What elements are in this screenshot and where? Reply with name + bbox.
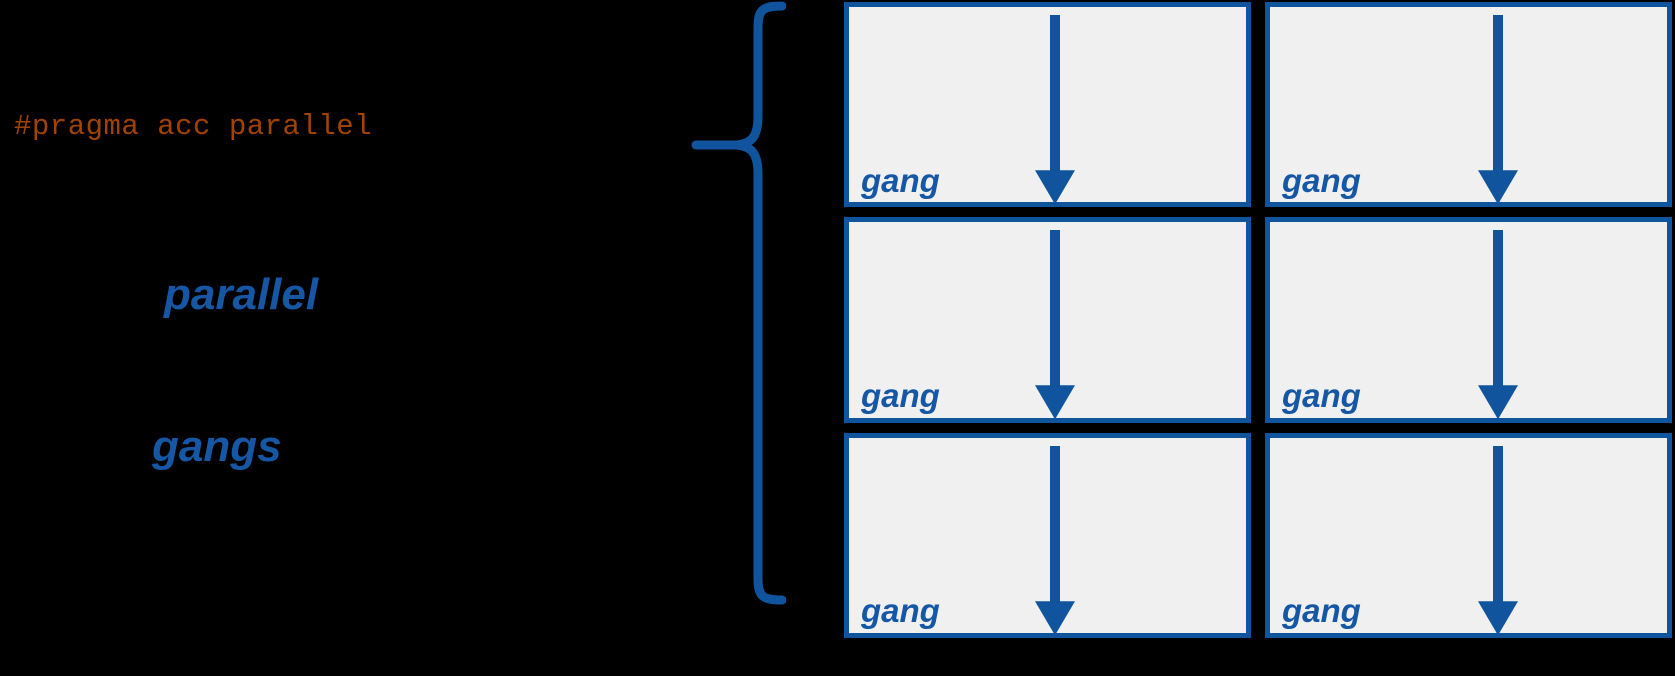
gang-label: gang: [861, 377, 940, 415]
gang-cell[interactable]: gang: [1265, 217, 1672, 423]
gang-label: gang: [861, 161, 940, 199]
curly-brace-icon: [691, 1, 786, 605]
gang-label: gang: [1282, 161, 1361, 199]
gang-cell[interactable]: gang: [844, 217, 1251, 423]
annotation-gangs: gangs: [152, 422, 282, 471]
gang-label: gang: [1282, 377, 1361, 415]
gang-grid: gang gang gang: [844, 2, 1672, 638]
curly-brace: [690, 0, 786, 610]
gang-label: gang: [1282, 592, 1361, 630]
pragma-code-text: #pragma acc parallel: [14, 110, 373, 143]
gang-cell[interactable]: gang: [844, 432, 1251, 638]
gang-cell[interactable]: gang: [844, 2, 1251, 208]
gang-label: gang: [861, 592, 940, 630]
gang-cell[interactable]: gang: [1265, 2, 1672, 208]
annotation-parallel: parallel: [164, 270, 319, 319]
gang-cell[interactable]: gang: [1265, 432, 1672, 638]
